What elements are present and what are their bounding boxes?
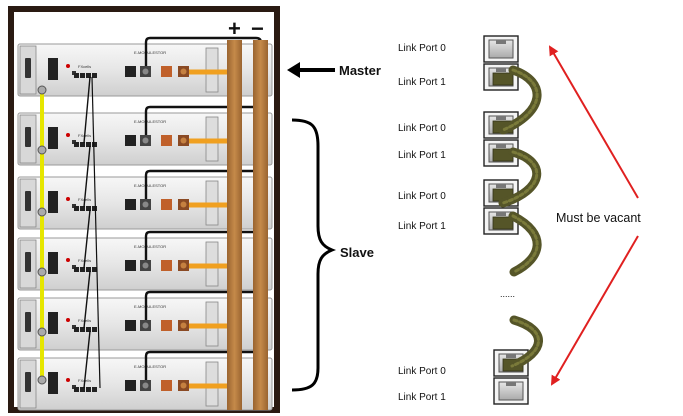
rj45-port xyxy=(483,35,519,63)
slave-label: Slave xyxy=(340,245,374,260)
ellipsis-label: ...... xyxy=(500,289,515,299)
red-arrow-up xyxy=(548,45,639,199)
battery-rack: FXcellsE-MODULESTORFXcellsE-MODULESTORFX… xyxy=(8,6,280,413)
chain-wire xyxy=(83,145,91,208)
positive-sign: + xyxy=(228,16,241,41)
slave-indicator: Slave xyxy=(291,118,374,392)
chain-wire xyxy=(83,330,91,389)
module-model: E-MODULESTOR xyxy=(134,244,166,249)
comm-connector xyxy=(37,267,47,277)
busbar-positive xyxy=(227,40,242,410)
port-label: Link Port 0 xyxy=(398,366,446,377)
port-label: Link Port 0 xyxy=(398,191,446,202)
slave-brace xyxy=(291,118,337,392)
comm-connector xyxy=(37,375,47,385)
link-cables xyxy=(498,65,543,371)
port-labels: Link Port 0 Link Port 1 Link Port 0 Link… xyxy=(398,43,446,403)
module-model: E-MODULESTOR xyxy=(134,183,166,188)
comm-connector xyxy=(37,85,47,95)
port-label: Link Port 0 xyxy=(398,123,446,134)
negative-sign: − xyxy=(251,16,264,41)
chain-wire xyxy=(83,270,91,329)
module-model: E-MODULESTOR xyxy=(134,364,166,369)
master-indicator: Master xyxy=(287,62,381,78)
vacant-callout: Must be vacant xyxy=(548,45,641,386)
must-be-vacant-label: Must be vacant xyxy=(556,211,641,225)
module-model: E-MODULESTOR xyxy=(134,50,166,55)
port-label: Link Port 1 xyxy=(398,392,446,403)
comm-connector xyxy=(37,207,47,217)
module-brand: FXcells xyxy=(78,64,91,69)
busbar-negative xyxy=(253,40,268,410)
comm-connector xyxy=(37,145,47,155)
port-label: Link Port 1 xyxy=(398,150,446,161)
chain-wire xyxy=(83,209,91,269)
port-label: Link Port 0 xyxy=(398,43,446,54)
master-label: Master xyxy=(339,63,381,78)
rj45-port xyxy=(483,207,519,235)
red-arrow-down xyxy=(550,235,639,386)
rj45-port xyxy=(493,377,529,405)
rj45-port xyxy=(483,63,519,91)
chain-wire xyxy=(83,76,91,144)
module-model: E-MODULESTOR xyxy=(134,119,166,124)
rj45-port xyxy=(483,139,519,167)
battery-module: FXcells E-MODULESTOR xyxy=(17,36,273,97)
port-label: Link Port 1 xyxy=(398,221,446,232)
comm-connector xyxy=(37,327,47,337)
port-label: Link Port 1 xyxy=(398,77,446,88)
module-model: E-MODULESTOR xyxy=(134,304,166,309)
